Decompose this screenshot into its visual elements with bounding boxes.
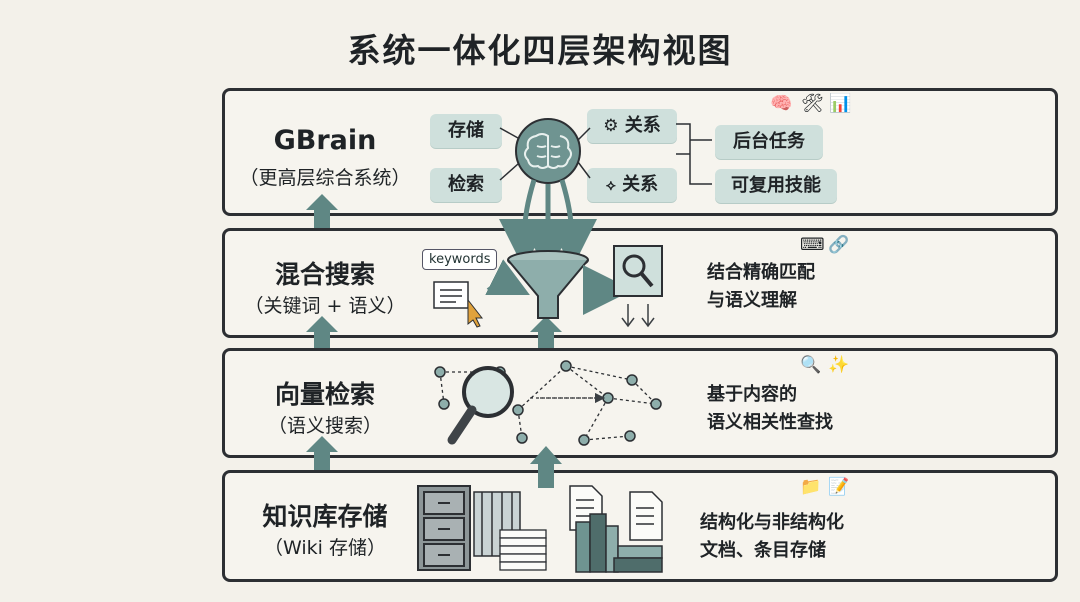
description-line: 语义相关性查找 — [707, 412, 833, 433]
center-flow-arrows — [530, 316, 562, 488]
brain-icon: 🧠 — [770, 93, 793, 114]
layer-title: 向量检索 — [274, 380, 375, 409]
layer-gbrain: GBrain （更高层综合系统） 存储 检索 ⚙ 关系 ⟡ 关系 后台任务 可复… — [222, 88, 1058, 216]
description-line: 与语义理解 — [707, 290, 797, 311]
search-icon: 🔍 — [800, 355, 822, 375]
layer-title: 知识库存储 — [262, 502, 388, 531]
vector-network — [439, 365, 657, 441]
chip-storage: 存储 — [430, 114, 502, 148]
layer-title: GBrain — [273, 125, 377, 156]
layer-title: 混合搜索 — [274, 260, 375, 289]
cursor-icon — [467, 298, 484, 328]
tools-icon: 🛠 — [801, 93, 824, 114]
documents-icon — [569, 485, 663, 541]
brain-hub — [499, 118, 712, 275]
search-result-icon — [613, 245, 663, 328]
brain-icon — [524, 133, 572, 169]
chip-retrieval: 检索 — [430, 168, 502, 202]
keywords-tag: keywords — [422, 249, 498, 270]
document-list-icon — [433, 281, 469, 309]
chip-background-tasks: 后台任务 — [715, 125, 823, 159]
chip-relation-gear: ⚙ 关系 — [587, 109, 677, 143]
funnel-icon — [507, 250, 589, 319]
left-flow-arrows — [306, 194, 338, 470]
layer-subtitle: （更高层综合系统） — [239, 167, 411, 189]
description-line: 基于内容的 — [707, 384, 797, 405]
layer-subtitle: （Wiki 存储） — [264, 537, 386, 559]
layer-description: 结合精确匹配 与语义理解 — [707, 259, 815, 315]
description-line: 结构化与非结构化 — [700, 512, 844, 533]
edit-note-icon: 📝 — [828, 477, 850, 497]
up-arrow-icon — [306, 316, 338, 348]
chip-relation-graph: ⟡ 关系 — [587, 168, 677, 202]
magic-wand-icon: ✨ — [828, 355, 850, 375]
magnifier-icon — [447, 366, 514, 445]
up-arrow-icon — [530, 316, 562, 348]
up-arrow-icon — [306, 194, 338, 228]
graph-nodes-icon: ⟡ — [605, 176, 616, 194]
layer-description: 结构化与非结构化 文档、条目存储 — [700, 509, 844, 565]
gear-icon: ⚙ — [603, 116, 619, 136]
chip-label: 关系 — [624, 115, 661, 136]
layer-description: 基于内容的 语义相关性查找 — [707, 381, 833, 437]
chip-label: 关系 — [622, 174, 659, 195]
bar-chart-icon: 📊 — [829, 93, 852, 114]
up-arrow-icon — [530, 446, 562, 488]
folder-icon: 📁 — [800, 477, 822, 497]
paper-stack-icon — [499, 529, 547, 571]
layer-vector-retrieval: 向量检索 （语义搜索） 基于内容的 语义相关性查找 🔍 ✨ — [222, 348, 1058, 458]
link-icon: 🔗 — [828, 235, 850, 255]
keyboard-icon: ⌨ — [800, 235, 825, 255]
description-line: 结合精确匹配 — [707, 262, 815, 283]
description-line: 文档、条目存储 — [700, 540, 826, 561]
up-arrow-icon — [306, 436, 338, 470]
books-icon — [575, 513, 663, 573]
network-nodes — [434, 360, 662, 446]
diagram-title: 系统一体化四层架构视图 — [347, 31, 733, 70]
filing-cabinet-icon — [417, 485, 471, 571]
layer-subtitle: （语义搜索） — [267, 415, 382, 437]
file-folders-icon — [473, 491, 521, 557]
layer-subtitle: （关键词 + 语义） — [244, 295, 406, 317]
chip-reusable-skills: 可复用技能 — [715, 169, 837, 203]
